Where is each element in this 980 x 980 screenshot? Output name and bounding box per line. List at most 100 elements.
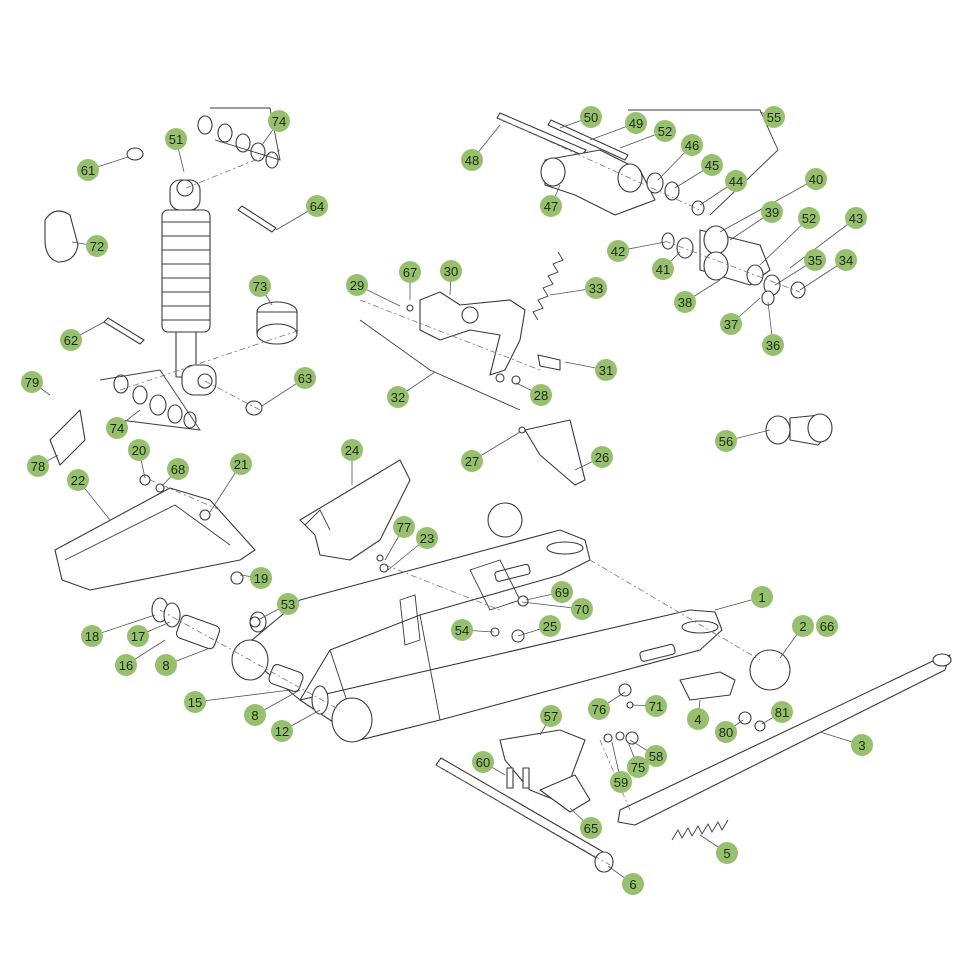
callout-number: 45 xyxy=(705,158,719,173)
callout-55: 55 xyxy=(763,106,785,128)
callout-number: 60 xyxy=(476,755,490,770)
callout-number: 34 xyxy=(839,253,853,268)
callout-bubble xyxy=(792,615,814,637)
callout-number: 48 xyxy=(465,153,479,168)
callout-bubble xyxy=(571,598,593,620)
callout-bubble xyxy=(761,201,783,223)
callout-bubble xyxy=(588,698,610,720)
callout-number: 51 xyxy=(169,132,183,147)
callout-number: 1 xyxy=(758,590,765,605)
callout-bubble xyxy=(798,207,820,229)
callout-bubble xyxy=(230,453,252,475)
callout-number: 62 xyxy=(64,333,78,348)
callout-24: 24 xyxy=(341,439,363,461)
callout-number: 64 xyxy=(310,199,324,214)
callout-number: 40 xyxy=(809,172,823,187)
callout-bubble xyxy=(595,359,617,381)
callout-bubble xyxy=(645,695,667,717)
bump-stop xyxy=(256,301,298,345)
callout-number: 36 xyxy=(766,338,780,353)
callout-bubble xyxy=(67,469,89,491)
callout-bubble xyxy=(86,235,108,257)
callout-bubble xyxy=(687,708,709,730)
callout-bubble xyxy=(851,734,873,756)
callout-bubble xyxy=(763,106,785,128)
callout-56: 56 xyxy=(715,430,737,452)
callout-bubble xyxy=(472,751,494,773)
callout-number: 53 xyxy=(281,597,295,612)
callout-18: 18 xyxy=(81,625,103,647)
callout-bubble xyxy=(816,615,838,637)
callout-70: 70 xyxy=(571,598,593,620)
callout-49: 49 xyxy=(625,112,647,134)
callout-number: 38 xyxy=(678,295,692,310)
callout-bubble xyxy=(654,120,676,142)
callout-number: 4 xyxy=(694,712,701,727)
callout-22: 22 xyxy=(67,469,89,491)
callout-number: 21 xyxy=(234,457,248,472)
callout-12: 12 xyxy=(271,720,293,742)
callout-8: 8 xyxy=(244,704,266,726)
callout-number: 20 xyxy=(132,443,146,458)
callout-73: 73 xyxy=(249,275,271,297)
callout-number: 23 xyxy=(420,531,434,546)
callout-number: 77 xyxy=(397,520,411,535)
callout-bubble xyxy=(399,261,421,283)
callout-number: 46 xyxy=(685,138,699,153)
shock-cover xyxy=(44,210,79,263)
callout-number: 80 xyxy=(719,725,733,740)
callout-number: 74 xyxy=(110,421,124,436)
callout-bubble xyxy=(551,581,573,603)
callout-number: 72 xyxy=(90,239,104,254)
callout-68: 68 xyxy=(167,458,189,480)
callout-number: 44 xyxy=(729,174,743,189)
callout-52: 52 xyxy=(798,207,820,229)
swingarm-axle xyxy=(435,757,614,873)
shock-bottom-bushings xyxy=(113,374,197,429)
callout-bubble xyxy=(346,274,368,296)
callout-number: 22 xyxy=(71,473,85,488)
callout-bubble xyxy=(607,240,629,262)
callout-40: 40 xyxy=(805,168,827,190)
callout-74: 74 xyxy=(268,110,290,132)
callout-45: 45 xyxy=(701,154,723,176)
callout-53: 53 xyxy=(277,593,299,615)
callout-31: 31 xyxy=(595,359,617,381)
callout-bubble xyxy=(341,439,363,461)
callout-number: 74 xyxy=(272,114,286,129)
chain-guide xyxy=(524,419,586,486)
callout-37: 37 xyxy=(720,313,742,335)
callout-number: 26 xyxy=(595,450,609,465)
callout-79: 79 xyxy=(21,371,43,393)
callout-bubble xyxy=(461,149,483,171)
callout-66: 66 xyxy=(816,615,838,637)
callout-bubble xyxy=(27,455,49,477)
callout-number: 56 xyxy=(719,434,733,449)
callout-bubble xyxy=(393,516,415,538)
callout-number: 66 xyxy=(820,619,834,634)
side-stand-spring xyxy=(671,819,729,841)
callout-62: 62 xyxy=(60,329,82,351)
callout-number: 8 xyxy=(162,658,169,673)
nut xyxy=(126,147,144,161)
callout-bubble xyxy=(244,704,266,726)
callout-number: 75 xyxy=(631,760,645,775)
callout-number: 41 xyxy=(656,262,670,277)
callout-1: 1 xyxy=(751,586,773,608)
shock-bolt xyxy=(237,205,277,233)
callout-bubble xyxy=(115,654,137,676)
callout-bubble xyxy=(751,586,773,608)
callout-69: 69 xyxy=(551,581,573,603)
callout-bubble xyxy=(725,170,747,192)
callout-bubble xyxy=(461,450,483,472)
callout-bubble xyxy=(165,128,187,150)
callout-number: 54 xyxy=(455,623,469,638)
callout-number: 47 xyxy=(544,199,558,214)
callout-number: 28 xyxy=(534,388,548,403)
callout-63: 63 xyxy=(294,367,316,389)
callout-27: 27 xyxy=(461,450,483,472)
callout-bubble xyxy=(835,249,857,271)
callout-4: 4 xyxy=(687,708,709,730)
callout-bubble xyxy=(294,367,316,389)
callout-57: 57 xyxy=(540,705,562,727)
